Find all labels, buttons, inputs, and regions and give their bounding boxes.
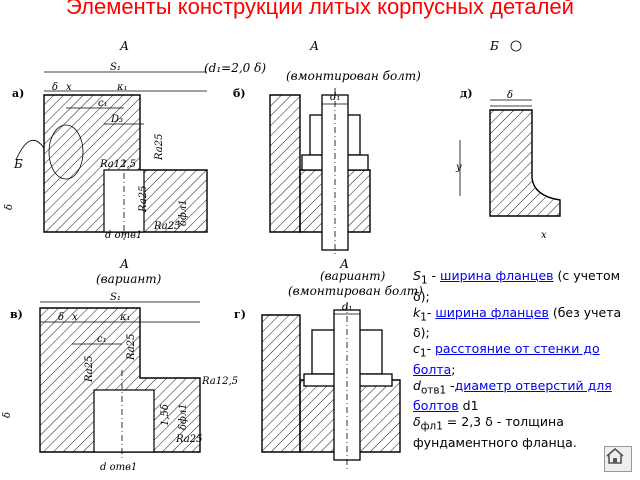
view-a-note: (d₁=2,0 δ) bbox=[204, 61, 266, 75]
legend-link[interactable]: диаметр отверстий для болтов bbox=[413, 377, 612, 414]
view-v-s1: S₁ bbox=[110, 292, 121, 303]
legend-separator: = 2,3 δ bbox=[442, 414, 493, 429]
view-b: А (вмонтирован болт) б) d₁ bbox=[233, 39, 421, 255]
legend-rest: d1 bbox=[458, 398, 479, 413]
view-v-section: А bbox=[119, 257, 129, 271]
legend-separator: - bbox=[446, 377, 455, 393]
view-v-ra-3: Ra12,5 bbox=[201, 376, 238, 387]
dim-x: x bbox=[66, 82, 72, 93]
legend-link[interactable]: ширина фланцев bbox=[435, 304, 549, 320]
dim-s1: S₁ bbox=[110, 62, 121, 73]
view-b-section: А bbox=[309, 39, 319, 53]
legend-separator: - bbox=[426, 304, 436, 320]
ra-3: Ra25 bbox=[138, 186, 149, 213]
view-d-delta: δ bbox=[507, 90, 513, 101]
view-g-note-2: (вмонтирован болт) bbox=[288, 284, 423, 298]
view-g-note-1: (вариант) bbox=[320, 269, 386, 283]
legend-item: S1 - ширина фланцев (с учетом δ); bbox=[413, 268, 638, 305]
view-v-ra-4: Ra25 bbox=[175, 434, 202, 445]
legend-item: δфл1 = 2,3 δ - толщина фундаментного фла… bbox=[413, 414, 638, 451]
ra-1: Ra12,5 bbox=[99, 159, 136, 170]
legend-subscript: 1 bbox=[419, 347, 427, 360]
legend-separator: - bbox=[426, 341, 435, 356]
view-a: А (d₁=2,0 δ) а) Б S₁ δ x κ₁ c₁ D₃ δ d от… bbox=[4, 39, 266, 241]
home-button[interactable] bbox=[604, 446, 632, 472]
view-d: Б д) δ y x bbox=[455, 39, 561, 241]
dim-delta-fl1: δфл1 bbox=[178, 199, 189, 226]
dim-c1: c₁ bbox=[98, 98, 108, 109]
legend-subscript: 1 bbox=[420, 311, 427, 323]
view-v-hole bbox=[93, 389, 155, 453]
ra-2: Ra25 bbox=[154, 134, 165, 161]
view-b-tag: б) bbox=[233, 87, 246, 100]
ra-4: Ra25 bbox=[153, 221, 180, 232]
slide-title: Элементы конструкции литых корпусных дет… bbox=[66, 0, 574, 19]
legend-rest: ; bbox=[451, 361, 456, 377]
view-g-section: А bbox=[339, 257, 349, 271]
view-v-d-otv1: d отв1 bbox=[100, 462, 137, 473]
view-v: А (вариант) в) S₁ δ x κ₁ c₁ δ 1,5δ δфл1 … bbox=[2, 257, 238, 473]
view-d-section: Б bbox=[489, 39, 499, 53]
view-a-section-body bbox=[43, 94, 208, 233]
dim-k1: κ₁ bbox=[116, 82, 128, 93]
view-g-tag: г) bbox=[234, 308, 246, 321]
view-v-delta-fl1: δфл1 bbox=[178, 403, 189, 430]
view-v-delta: δ bbox=[58, 312, 64, 323]
view-a-label-b: Б bbox=[13, 157, 23, 171]
view-v-delta-side: δ bbox=[2, 412, 13, 418]
view-v-1-5delta: 1,5δ bbox=[160, 404, 171, 426]
dim-delta-side: δ bbox=[4, 204, 15, 210]
legend-symbol: c bbox=[413, 341, 420, 356]
legend-subscript: фл1 bbox=[420, 420, 443, 433]
legend-item: c1- расстояние от стенки до болта; bbox=[413, 341, 638, 378]
view-v-ra-2: Ra25 bbox=[126, 334, 137, 361]
view-a-tag: а) bbox=[12, 87, 24, 100]
view-v-c1: c₁ bbox=[97, 334, 107, 345]
view-v-x: x bbox=[72, 312, 78, 323]
legend-link[interactable]: расстояние от стенки до болта bbox=[413, 341, 600, 377]
legend-item: k1- ширина фланцев (без учета δ); bbox=[413, 305, 638, 342]
legend-symbol: k bbox=[413, 304, 421, 320]
legend-symbol: S bbox=[413, 268, 421, 283]
legend-rest: (с учетом δ); bbox=[413, 268, 621, 304]
view-d-x: x bbox=[541, 230, 547, 241]
view-v-k1: κ₁ bbox=[119, 312, 131, 323]
view-g: А (вариант) (вмонтирован болт) г) d₁ bbox=[234, 257, 423, 470]
view-b-d1: d₁ bbox=[330, 92, 340, 103]
dim-d-otv1: d отв1 bbox=[105, 230, 142, 241]
legend-subscript: 1 bbox=[420, 274, 428, 287]
dim-d3: D₃ bbox=[110, 114, 123, 125]
legend-symbol: δ bbox=[413, 414, 421, 429]
home-icon bbox=[606, 447, 624, 464]
view-v-note: (вариант) bbox=[96, 272, 162, 286]
view-v-ra-1: Ra25 bbox=[84, 356, 95, 383]
view-d-tag: д) bbox=[460, 87, 473, 100]
legend-item: dотв1 -диаметр отверстий для болтов d1 bbox=[413, 378, 638, 415]
legend-symbol: d bbox=[413, 377, 421, 393]
legend-rest: (без учета δ); bbox=[413, 304, 622, 341]
legend-rest: - толщина фундаментного фланца. bbox=[413, 414, 577, 450]
view-a-section: А bbox=[119, 39, 129, 53]
view-d-y: y bbox=[455, 162, 462, 173]
legend-text: S1 - ширина фланцев (с учетом δ);k1- шир… bbox=[413, 268, 638, 451]
legend-separator: - bbox=[427, 268, 441, 283]
view-v-tag: в) bbox=[10, 308, 23, 321]
legend-subscript: отв1 bbox=[420, 384, 447, 396]
dim-delta: δ bbox=[52, 82, 58, 93]
view-b-note: (вмонтирован болт) bbox=[286, 69, 421, 83]
view-a-detail-circle bbox=[48, 124, 84, 180]
legend-link[interactable]: ширина фланцев bbox=[440, 268, 554, 283]
view-g-d1: d₁ bbox=[342, 302, 352, 313]
